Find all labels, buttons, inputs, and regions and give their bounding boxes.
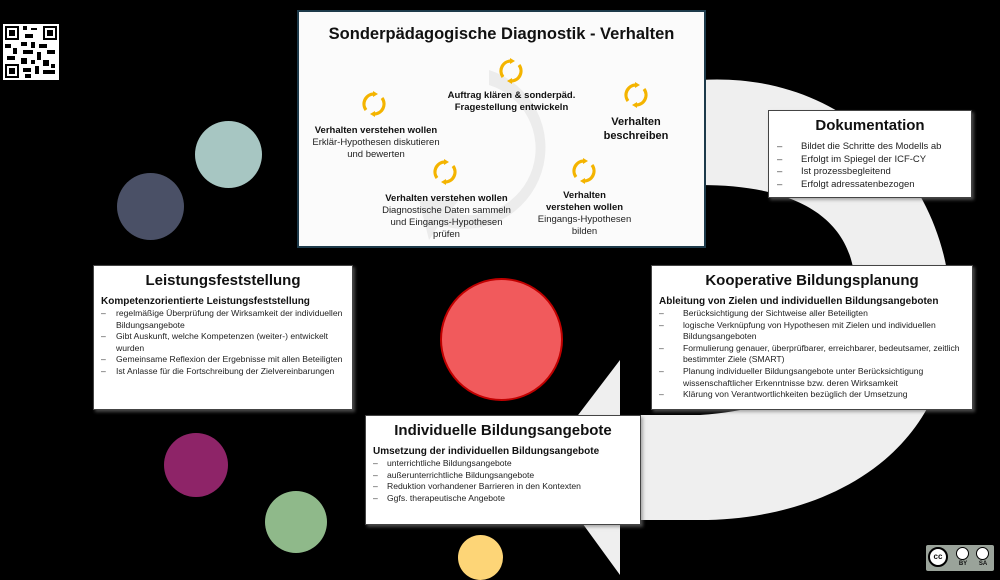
step-beschreiben: Verhalten beschreiben	[603, 116, 669, 142]
by-attribution-icon	[956, 547, 969, 560]
list-item: –Formulierung genauer, überprüfbarer, er…	[659, 342, 960, 365]
qr-code[interactable]	[3, 24, 59, 80]
cc-license-badge[interactable]: cc BY SA	[926, 545, 994, 571]
cycle-arrows-icon	[624, 82, 648, 108]
teal-circle	[195, 121, 262, 188]
list-item: –unterrichtliche Bildungsangebote	[373, 458, 512, 468]
cycle-arrows-icon	[433, 159, 457, 185]
inner-cycle-arrow	[419, 70, 546, 240]
list-item: –außerunterrichtliche Bildungsangebote	[373, 469, 535, 480]
yellow-circle	[458, 535, 503, 580]
list-item: –Berücksichtigung der Sichtweise aller B…	[659, 308, 868, 318]
diagnostik-title: Sonderpädagogische Diagnostik - Verhalte…	[328, 25, 675, 43]
list-item: –Planung individueller Bildungsangebote …	[659, 365, 924, 388]
list-item: –logische Verknüpfung von Hypothesen mit…	[659, 319, 936, 342]
list-item: –Klärung von Verantwortlichkeiten bezügl…	[659, 389, 908, 400]
dokumentation-title: Dokumentation	[815, 117, 925, 134]
individuelle-subtitle: Umsetzung der individuellen Bildungsange…	[373, 446, 600, 457]
list-item: –Reduktion vorhandener Barrieren in den …	[373, 481, 581, 492]
list-item: –Ggfs. therapeutische Angebote	[373, 492, 506, 503]
kooperative-subtitle: Ableitung von Zielen und individuellen B…	[659, 296, 939, 307]
qr-code-icon	[3, 24, 59, 80]
cc-icon: cc	[928, 547, 948, 567]
step-daten-sammeln: Verhalten verstehen wollen Diagnostische…	[382, 193, 511, 240]
red-circle	[440, 278, 563, 401]
purple-circle	[164, 433, 228, 497]
sa-label: SA	[978, 561, 988, 567]
list-item: –Gemeinsame Reflexion der Ergebnisse mit…	[101, 354, 343, 365]
sa-share-alike-icon	[976, 547, 989, 560]
individuelle-bildungsangebote-box: Individuelle Bildungsangebote Umsetzung …	[365, 415, 641, 525]
slate-circle	[117, 173, 184, 240]
list-item: –Ist prozessbegleitend	[777, 166, 891, 177]
list-item: –Erfolgt im Spiegel der ICF-CY	[777, 153, 927, 165]
step-auftrag: Auftrag klären & sonderpäd. Fragestellun…	[447, 90, 576, 113]
individuelle-title: Individuelle Bildungsangebote	[394, 422, 612, 439]
kooperative-bildungsplanung-box: Kooperative Bildungsplanung Ableitung vo…	[651, 265, 973, 410]
cycle-arrows-icon	[362, 91, 386, 117]
list-item: –Erfolgt adressatenbezogen	[777, 178, 915, 190]
kooperative-title: Kooperative Bildungsplanung	[705, 272, 919, 289]
list-item: –regelmäßige Überprüfung der Wirksamkeit…	[101, 308, 343, 330]
green-circle	[265, 491, 327, 553]
leistungsfeststellung-box: Leistungsfeststellung Kompetenzorientier…	[93, 265, 353, 410]
leistung-title: Leistungsfeststellung	[145, 272, 301, 289]
step-eingangs-hypothesen: Verhalten verstehen wollen Eingangs-Hypo…	[537, 190, 632, 237]
list-item: –Bildet die Schritte des Modells ab	[777, 141, 942, 152]
cycle-arrows-icon	[499, 58, 523, 84]
diagnostik-panel: Sonderpädagogische Diagnostik - Verhalte…	[297, 10, 706, 248]
list-item: –Ist Anlasse für die Fortschreibung der …	[101, 365, 335, 376]
cycle-arrows-icon	[572, 158, 596, 184]
leistung-subtitle: Kompetenzorientierte Leistungsfeststellu…	[101, 296, 310, 307]
dokumentation-box: Dokumentation –Bildet die Schritte des M…	[768, 110, 972, 198]
step-erklaer-hypothesen: Verhalten verstehen wollen Erklär-Hypoth…	[312, 125, 440, 160]
by-label: BY	[958, 561, 968, 567]
list-item: –Gibt Auskunft, welche Kompetenzen (weit…	[101, 331, 329, 353]
